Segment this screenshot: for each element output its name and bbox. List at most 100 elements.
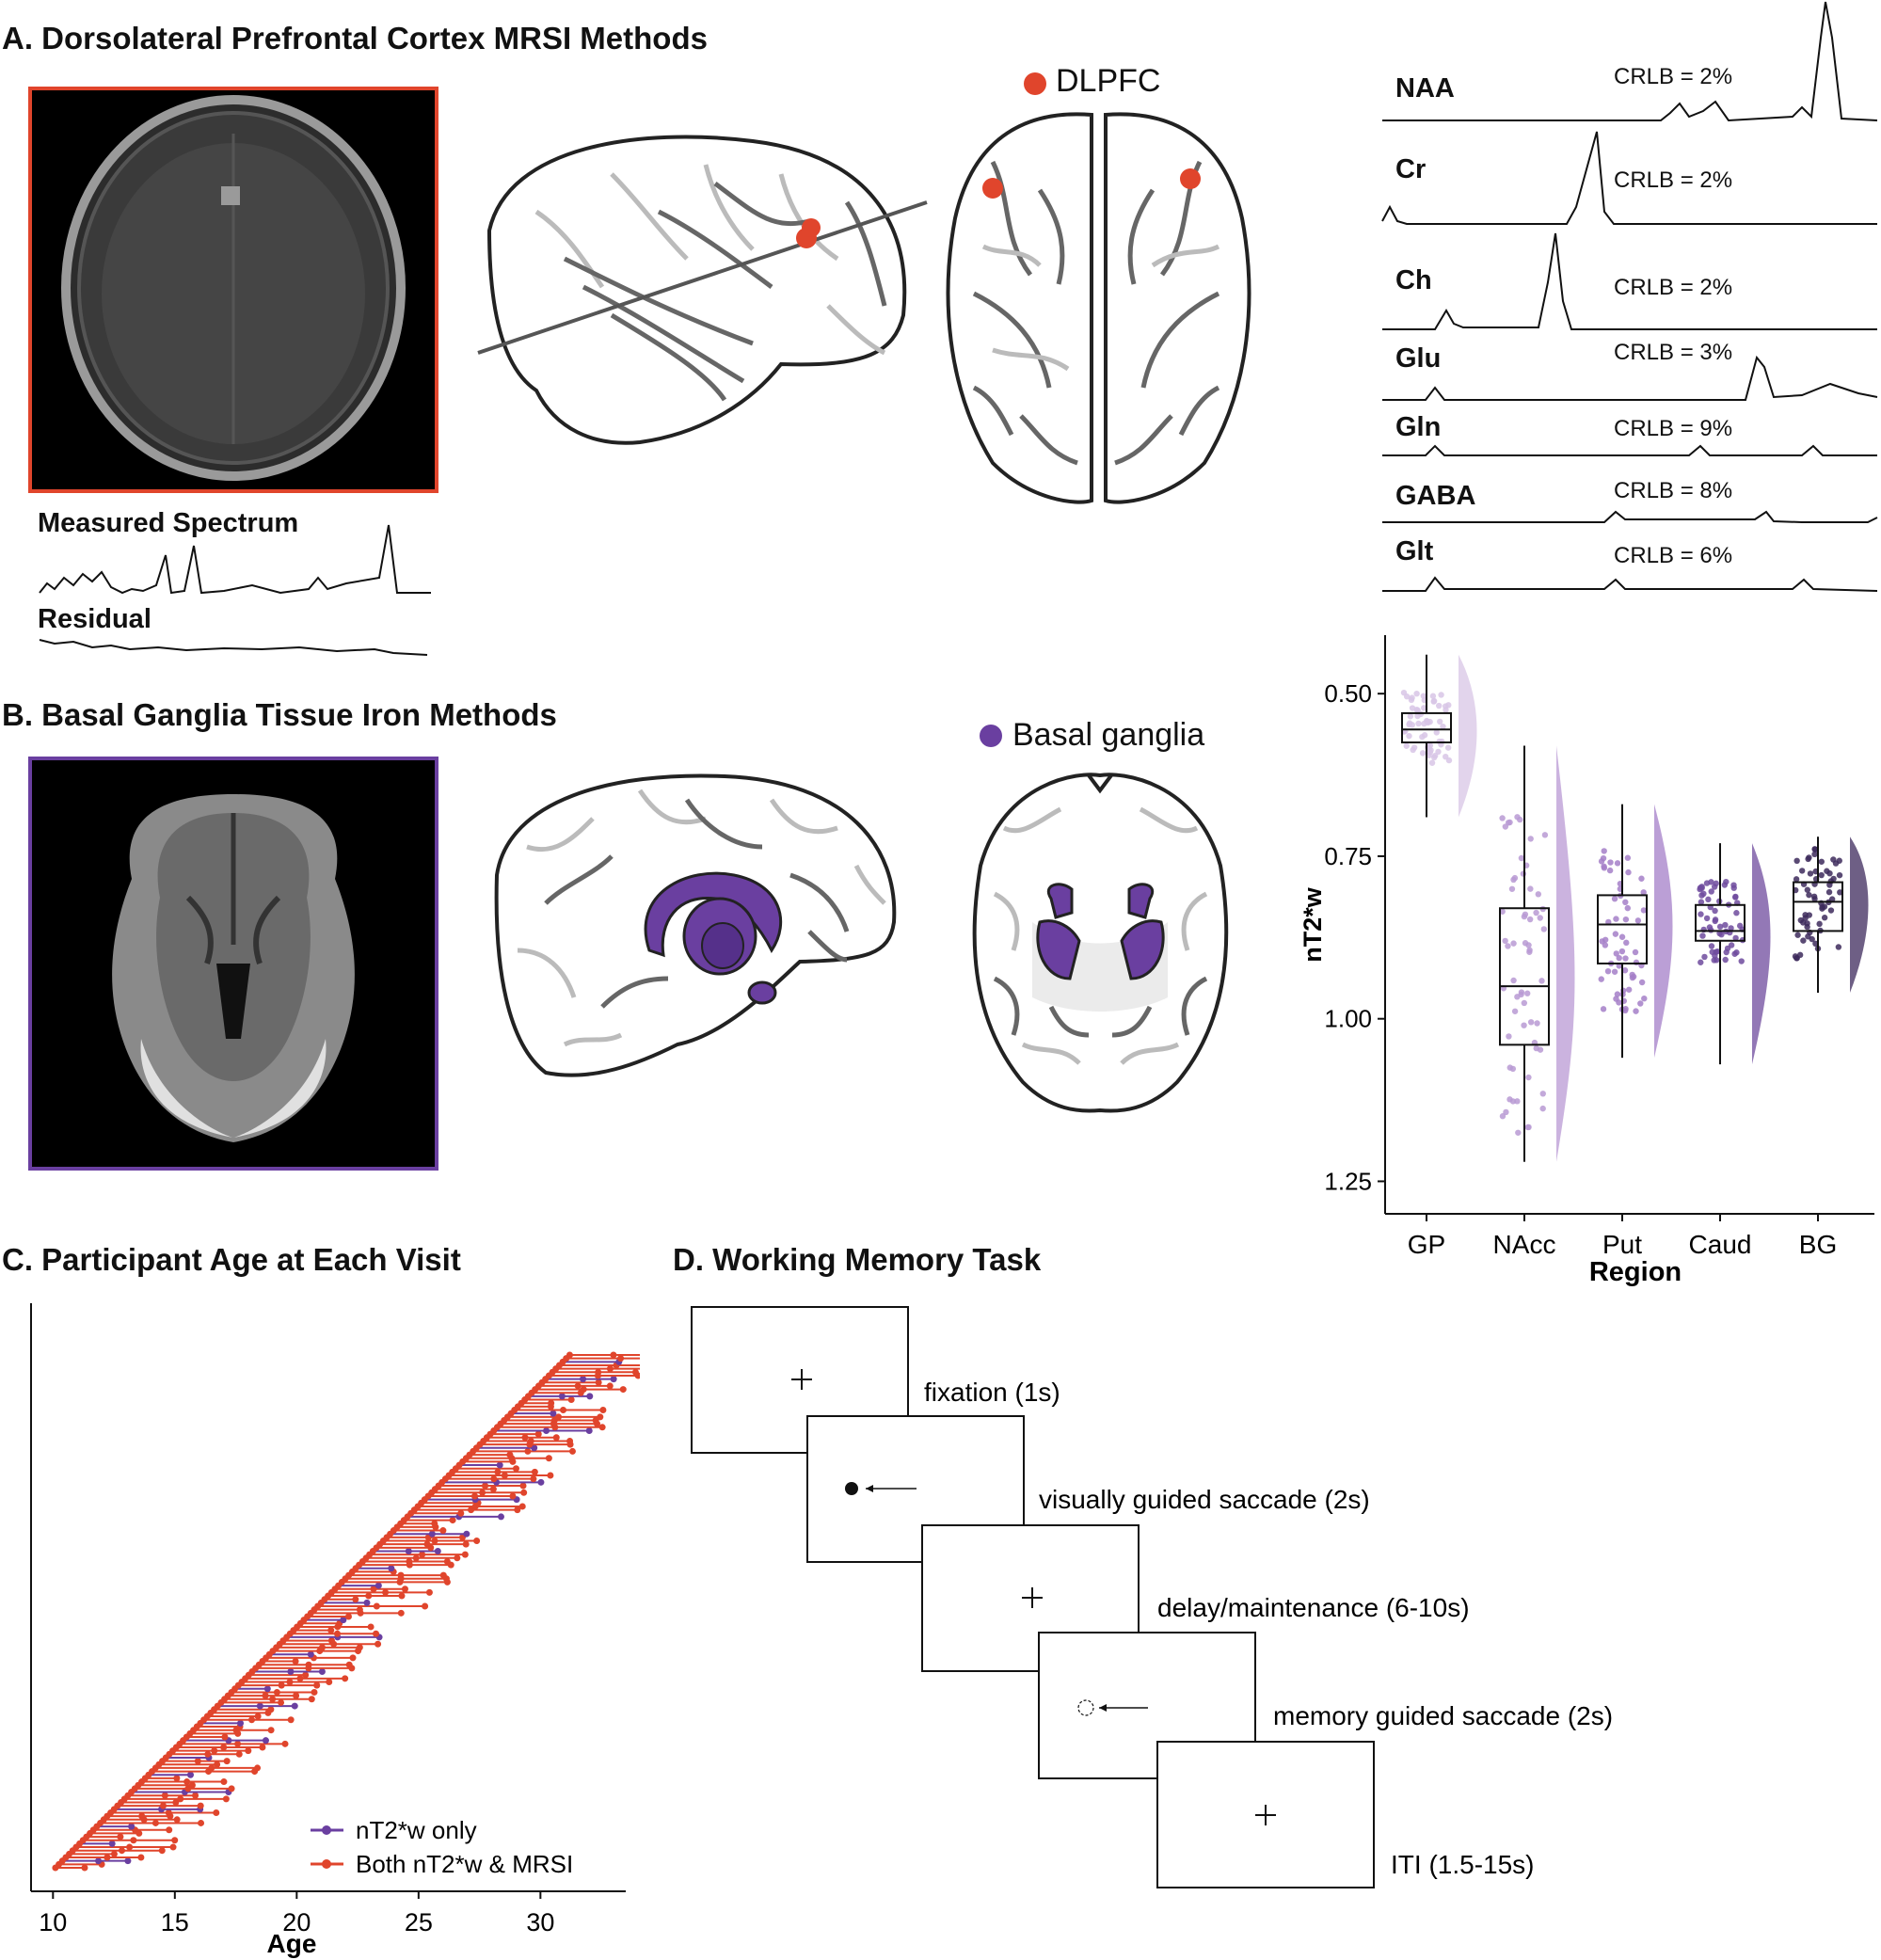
arrow-left-icon — [866, 1485, 873, 1492]
boxplot-point — [1601, 848, 1607, 854]
panel-a-mri-image — [28, 87, 438, 493]
boxplot-point — [1811, 851, 1818, 858]
participant-visit-dot — [543, 1426, 550, 1434]
participant-visit-dot — [599, 1407, 607, 1414]
participant-row — [83, 1833, 124, 1840]
boxplot-point — [1444, 744, 1452, 751]
participant-visit-dot — [254, 1713, 262, 1720]
boxplot-point — [1409, 694, 1415, 701]
participant-row — [452, 1465, 519, 1473]
participant-row — [286, 1630, 380, 1637]
boxplot-point — [1716, 923, 1724, 931]
participant-visit-dot — [520, 1489, 528, 1496]
metabolite-label-cr: Cr — [1395, 154, 1427, 184]
participant-visit-dot — [172, 1799, 180, 1807]
participant-visit-dot — [490, 1475, 498, 1483]
participant-visit-dot — [519, 1482, 527, 1490]
participant-visit-dot — [428, 1530, 436, 1538]
boxplot-x-tick-label-caud: Caud — [1689, 1230, 1752, 1259]
participant-visit-dot — [560, 1407, 567, 1414]
boxplot-point — [1633, 959, 1640, 966]
boxplot-point — [1825, 888, 1833, 896]
measured-spectrum-line — [39, 524, 431, 595]
participant-visit-dot — [159, 1802, 167, 1809]
boxplot-point — [1618, 933, 1626, 940]
boxplot-point — [1521, 1022, 1527, 1028]
basal-ganglia-legend-label: Basal ganglia — [1012, 717, 1205, 753]
boxplot-point — [1738, 958, 1745, 964]
participant-visit-dot — [461, 1551, 469, 1558]
participant-visit-dot — [208, 1764, 215, 1772]
participant-visit-dot — [296, 1675, 304, 1682]
participant-visit-dot — [375, 1582, 382, 1589]
boxplot-point — [1818, 871, 1825, 879]
participant-visit-dot — [204, 1750, 212, 1758]
boxplot-point — [1527, 885, 1534, 892]
participant-visit-dot — [506, 1451, 514, 1458]
boxplot-point — [1698, 899, 1705, 905]
boxplot-point — [1793, 857, 1800, 865]
boxplot-point — [1722, 956, 1729, 964]
participant-visit-dot — [171, 1837, 179, 1844]
participant-row — [290, 1627, 335, 1634]
participant-visit-dot — [293, 1692, 300, 1699]
boxplot-point — [1618, 948, 1626, 955]
participant-visit-dot — [521, 1434, 529, 1442]
boxplot-point — [1406, 720, 1413, 726]
participant-visit-dot — [197, 1802, 204, 1809]
participant-row — [265, 1650, 314, 1658]
participant-visit-dot — [555, 1413, 563, 1421]
participant-row — [542, 1376, 617, 1383]
participant-visit-dot — [108, 1840, 116, 1847]
participant-row — [128, 1789, 232, 1796]
boxplot-point — [1539, 1091, 1546, 1097]
legend-label-nt2w-only: nT2*w only — [356, 1816, 477, 1844]
participant-row — [66, 1850, 118, 1857]
participant-row — [176, 1740, 289, 1747]
participant-visit-dot — [254, 1764, 262, 1772]
boxplot-point — [1540, 926, 1548, 932]
boxplot-point — [1525, 942, 1532, 948]
participant-row — [296, 1619, 343, 1627]
boxplot-point — [1415, 720, 1422, 727]
participant-row — [242, 1675, 349, 1682]
boxplot-point — [1806, 912, 1812, 918]
participant-row — [376, 1540, 470, 1548]
participant-visit-dot — [245, 1747, 252, 1755]
boxplot-group-gp — [1400, 654, 1477, 818]
boxplot-point — [1697, 885, 1703, 893]
boxplot-point — [1621, 967, 1629, 974]
dlpfc-legend-label: DLPFC — [1056, 63, 1161, 99]
boxplot-point — [1533, 909, 1539, 916]
boxplot-point — [1830, 856, 1837, 863]
participant-row — [342, 1575, 450, 1583]
boxplot-point — [1640, 889, 1647, 896]
participant-row — [493, 1424, 606, 1431]
participant-visit-dot — [530, 1475, 537, 1483]
participant-row — [369, 1547, 441, 1554]
participant-visit-dot — [370, 1586, 377, 1593]
boxplot-group-caud — [1695, 843, 1771, 1065]
participant-visit-dot — [363, 1599, 371, 1606]
boxplot-point — [1511, 874, 1519, 882]
boxplot-density-nacc — [1556, 745, 1575, 1162]
boxplot-point — [1425, 743, 1431, 751]
participant-row — [200, 1716, 295, 1724]
boxplot-point — [1718, 931, 1725, 938]
boxplot-point — [1541, 832, 1549, 838]
boxplot-group-put — [1597, 804, 1673, 1059]
participant-visit-dot — [401, 1586, 408, 1593]
participant-visit-dot — [531, 1444, 538, 1452]
boxplot-point — [1624, 854, 1632, 861]
participant-visit-dot — [327, 1627, 335, 1634]
participant-visit-dot — [235, 1750, 243, 1758]
boxplot-point — [1535, 891, 1542, 898]
participant-visit-dot — [512, 1465, 519, 1473]
participant-visit-dot — [425, 1588, 433, 1596]
legend-dot-nt2w-only — [322, 1825, 331, 1835]
boxplot-point — [1421, 720, 1427, 727]
participant-visit-dot — [262, 1737, 269, 1745]
boxplot-point — [1436, 702, 1443, 709]
participant-row — [348, 1568, 397, 1575]
participant-row — [104, 1812, 174, 1820]
